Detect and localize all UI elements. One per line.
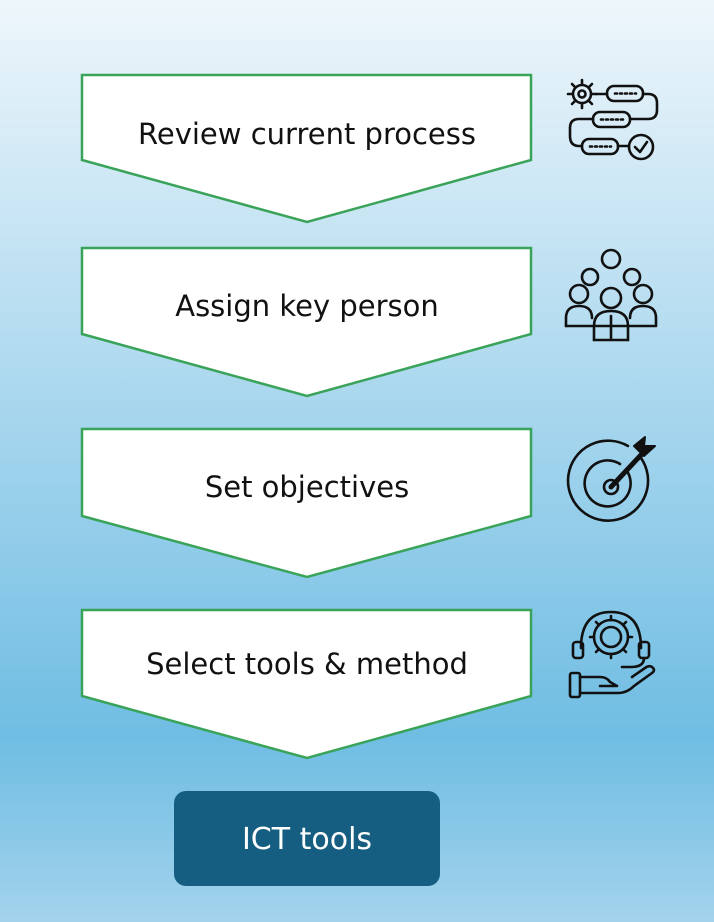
final-box-rect xyxy=(174,791,440,886)
step-2: Assign key person xyxy=(80,246,533,398)
process-flow-icon xyxy=(566,78,659,161)
step-2-label: Assign key person xyxy=(175,289,439,323)
step-1-arrow xyxy=(80,73,533,224)
support-gear-hand-icon xyxy=(568,610,656,699)
step-3-label: Set objectives xyxy=(205,470,409,504)
step-4-label: Select tools & method xyxy=(146,647,468,681)
step-4: Select tools & method xyxy=(80,608,533,760)
target-icon xyxy=(566,436,656,522)
final-box-label: ICT tools xyxy=(242,822,372,857)
step-3: Set objectives xyxy=(80,427,533,579)
step-1-label: Review current process xyxy=(138,117,476,151)
team-group-icon xyxy=(564,248,658,342)
step-3-arrow xyxy=(80,427,533,579)
final-box: ICT tools xyxy=(174,791,440,886)
step-1: Review current process xyxy=(80,73,533,224)
step-2-arrow xyxy=(80,246,533,398)
step-4-arrow xyxy=(80,608,533,760)
